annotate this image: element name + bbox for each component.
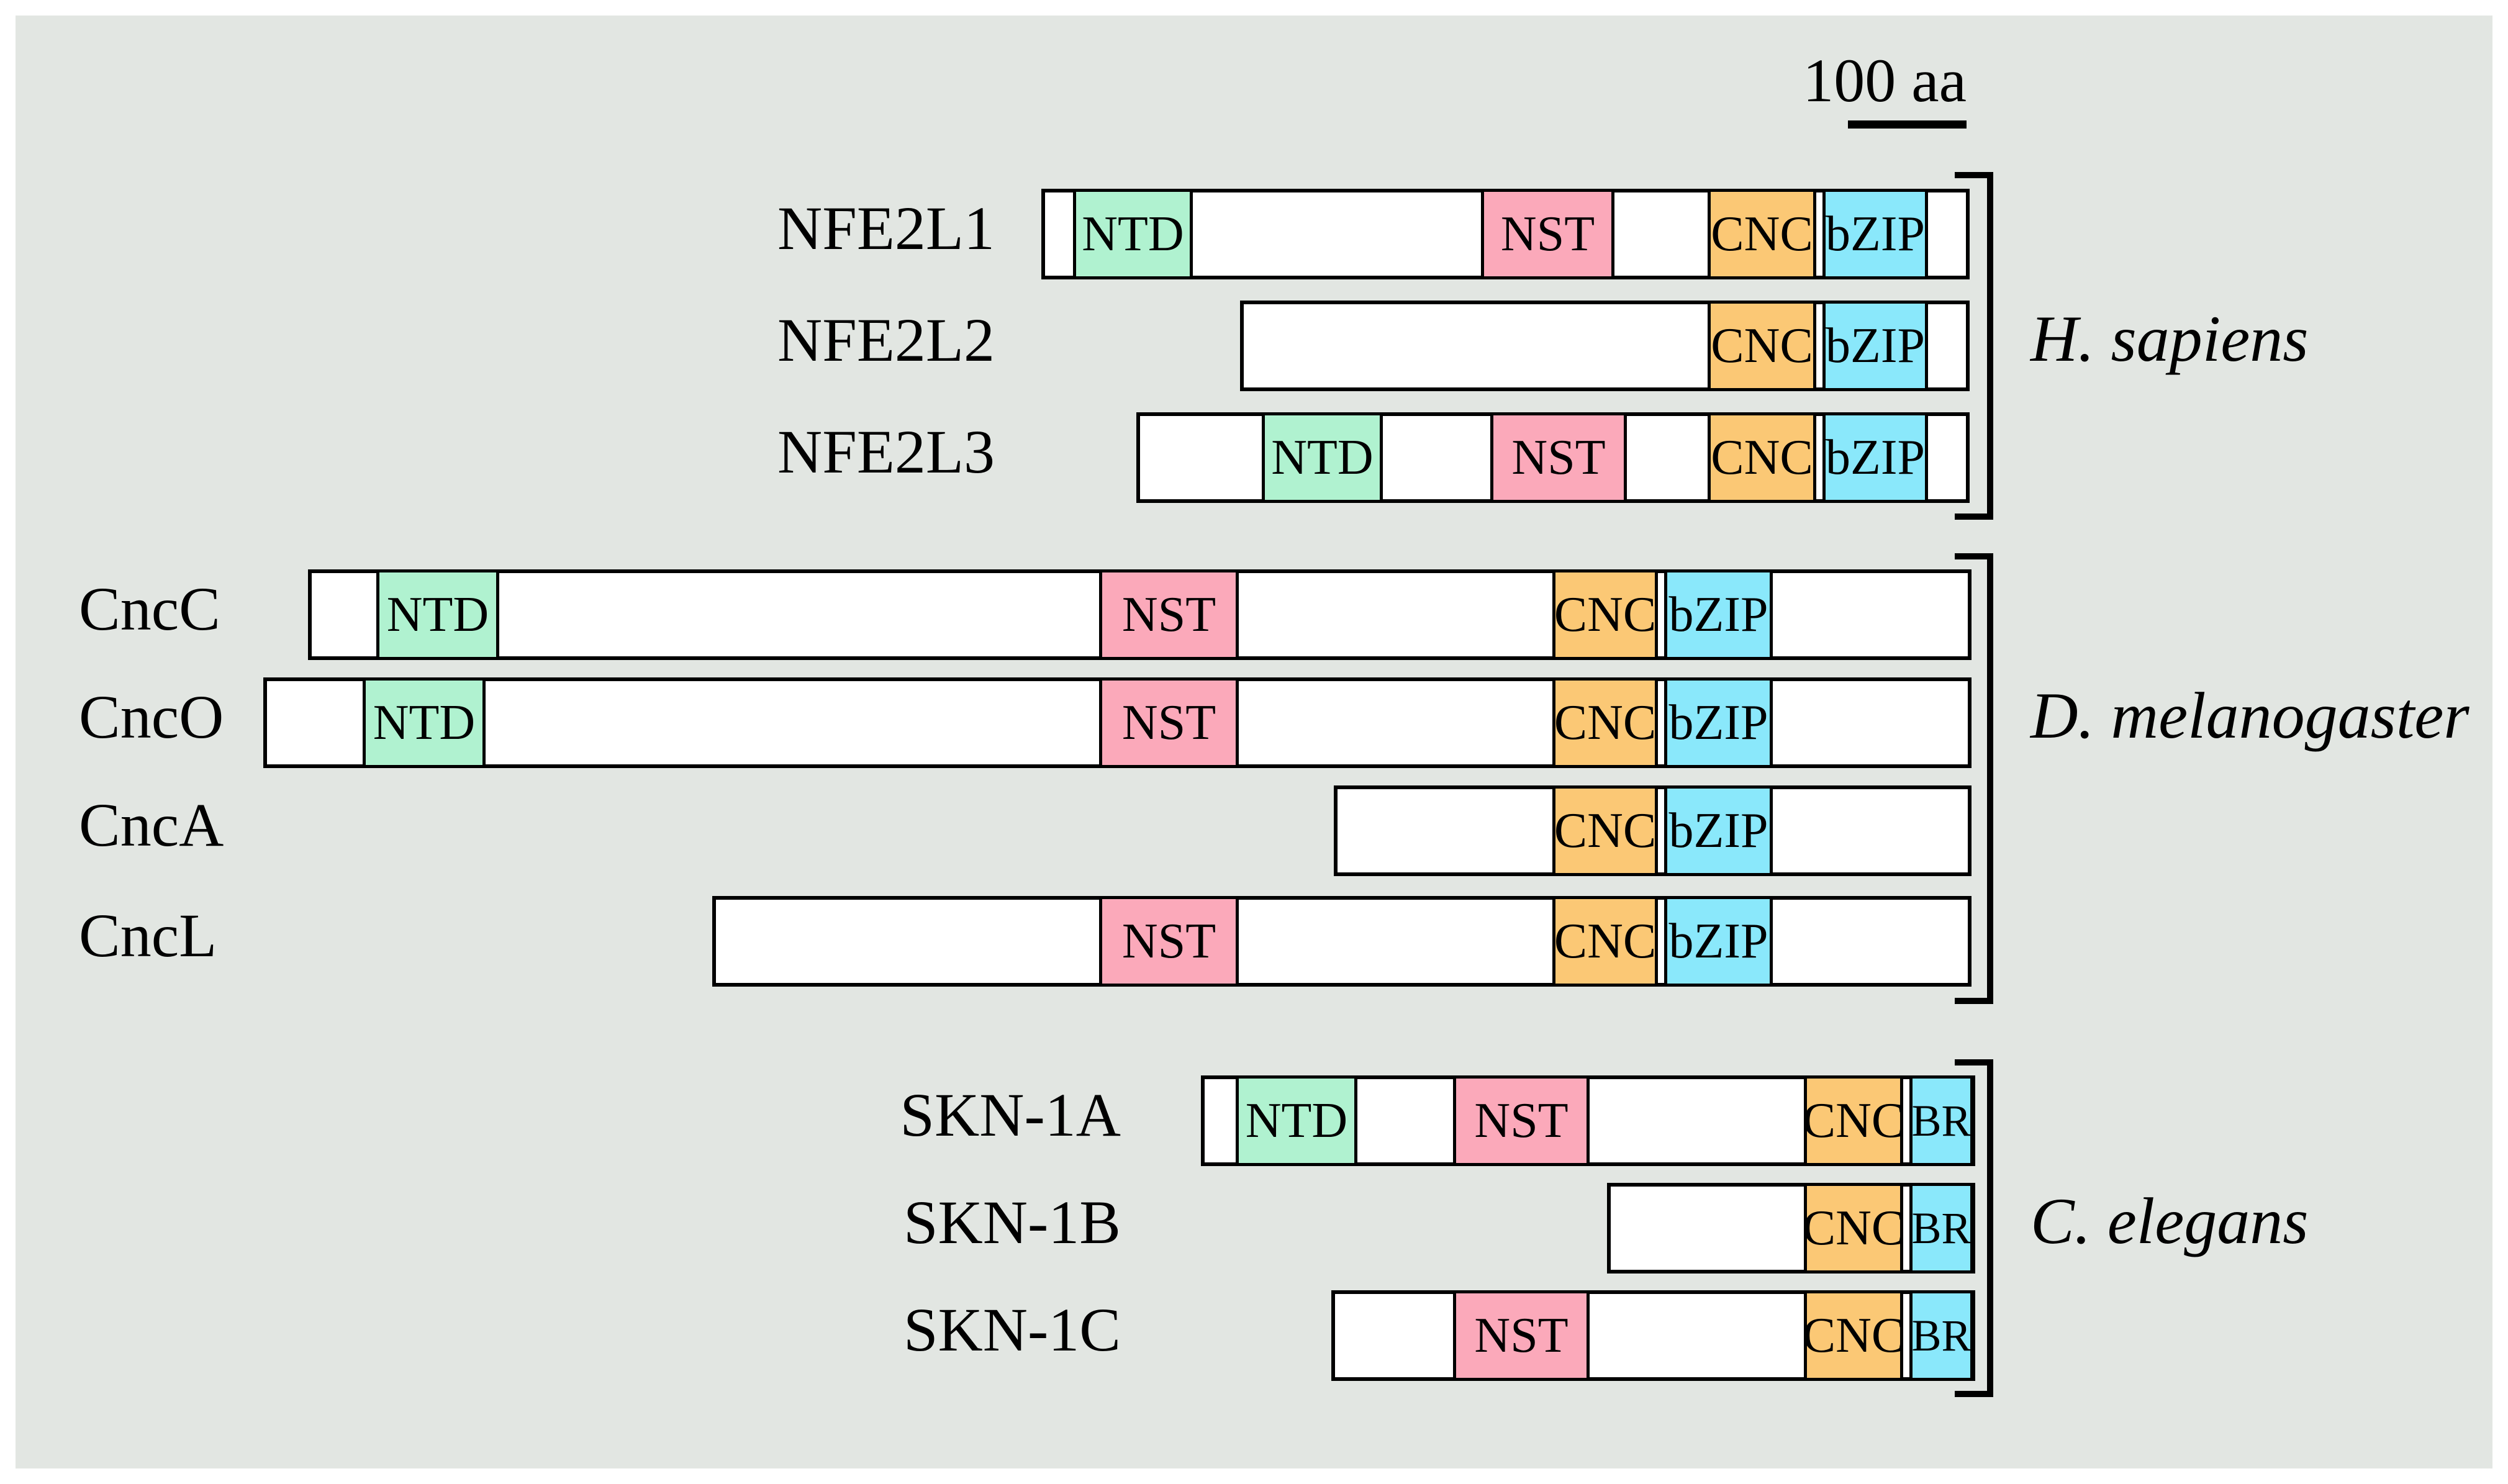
row-label-cnco: CncO (79, 682, 224, 751)
domain-box-nst: NST (1099, 569, 1239, 660)
domain-box-cnc: CNC (1802, 1290, 1905, 1381)
domain-label-cnc: CNC (1711, 318, 1813, 373)
domain-box-bzip: bZIP (1664, 785, 1773, 876)
domain-label-br: BR (1911, 1310, 1972, 1360)
domain-label-cnc: CNC (1802, 1093, 1905, 1148)
group-bracket-celegans (1955, 1059, 1993, 1397)
row-label-cnca: CncA (79, 790, 224, 859)
domain-label-ntd: NTD (373, 695, 476, 750)
domain-box-bzip: bZIP (1822, 301, 1928, 391)
domain-label-bzip: bZIP (1668, 913, 1768, 969)
domain-box-nst: NST (1490, 412, 1627, 503)
domain-box-cnc: CNC (1708, 189, 1816, 279)
domain-label-br: BR (1911, 1203, 1972, 1253)
domain-label-nst: NST (1121, 695, 1216, 750)
domain-box-nst: NST (1453, 1075, 1590, 1166)
domain-box-br: BR (1909, 1290, 1973, 1381)
domain-box-ntd: NTD (376, 569, 499, 660)
domain-box-cnc: CNC (1708, 412, 1816, 503)
species-label: D. melanogaster (2030, 679, 2470, 752)
domain-box-br: BR (1909, 1075, 1973, 1166)
domain-box-nst: NST (1099, 896, 1239, 987)
row-label-skn-1a: SKN-1A (900, 1080, 1121, 1149)
domain-label-nst: NST (1474, 1093, 1569, 1148)
domain-box-bzip: bZIP (1822, 189, 1928, 279)
domain-label-bzip: bZIP (1826, 318, 1925, 373)
domain-label-br: BR (1911, 1095, 1972, 1146)
domain-box-cnc: CNC (1708, 301, 1816, 391)
domain-label-cnc: CNC (1554, 803, 1657, 858)
domain-box-bzip: bZIP (1664, 896, 1773, 987)
domain-box-cnc: CNC (1552, 896, 1658, 987)
domain-label-cnc: CNC (1554, 913, 1657, 969)
domain-label-cnc: CNC (1802, 1308, 1905, 1363)
domain-box-br: BR (1909, 1183, 1973, 1274)
row-label-skn-1b: SKN-1B (903, 1188, 1121, 1257)
domain-box-ntd: NTD (1262, 412, 1383, 503)
domain-box-cnc: CNC (1552, 569, 1658, 660)
domain-label-cnc: CNC (1711, 430, 1813, 485)
domain-label-cnc: CNC (1554, 695, 1657, 750)
domain-label-bzip: bZIP (1826, 206, 1925, 261)
domain-box-cnc: CNC (1802, 1183, 1905, 1274)
domain-label-nst: NST (1474, 1308, 1569, 1363)
domain-label-ntd: NTD (1082, 206, 1184, 261)
protein-bar-cncl (712, 896, 1972, 987)
domain-label-nst: NST (1500, 206, 1595, 261)
domain-label-bzip: bZIP (1668, 587, 1768, 642)
domain-box-cnc: CNC (1552, 677, 1658, 768)
row-label-nfe2l3: NFE2L3 (777, 417, 995, 486)
domain-label-bzip: bZIP (1826, 430, 1925, 485)
domain-box-nst: NST (1481, 189, 1614, 279)
domain-box-nst: NST (1453, 1290, 1590, 1381)
domain-box-bzip: bZIP (1664, 677, 1773, 768)
row-label-cncl: CncL (79, 901, 217, 970)
domain-label-ntd: NTD (1245, 1093, 1348, 1148)
domain-label-nst: NST (1511, 430, 1606, 485)
row-label-nfe2l1: NFE2L1 (777, 194, 995, 263)
species-label: C. elegans (2030, 1185, 2309, 1257)
row-label-nfe2l2: NFE2L2 (777, 305, 995, 374)
domain-box-nst: NST (1099, 677, 1239, 768)
domain-label-nst: NST (1121, 913, 1216, 969)
domain-label-cnc: CNC (1711, 206, 1813, 261)
domain-label-bzip: bZIP (1668, 803, 1768, 858)
scale-bar-label: 100 aa (1803, 46, 1967, 115)
domain-box-bzip: bZIP (1664, 569, 1773, 660)
domain-box-cnc: CNC (1802, 1075, 1905, 1166)
row-label-skn-1c: SKN-1C (903, 1295, 1121, 1364)
group-bracket-dmelanogaster (1955, 553, 1993, 1004)
domain-label-ntd: NTD (386, 587, 489, 642)
domain-box-bzip: bZIP (1822, 412, 1928, 503)
domain-box-ntd: NTD (1236, 1075, 1357, 1166)
domain-label-cnc: CNC (1802, 1200, 1905, 1256)
domain-box-ntd: NTD (363, 677, 486, 768)
group-bracket-hsapiens (1955, 172, 1993, 520)
species-label: H. sapiens (2030, 302, 2309, 375)
domain-box-ntd: NTD (1073, 189, 1193, 279)
domain-label-cnc: CNC (1554, 587, 1657, 642)
row-label-cncc: CncC (79, 574, 220, 643)
domain-label-bzip: bZIP (1668, 695, 1768, 750)
domain-label-ntd: NTD (1271, 430, 1374, 485)
scale-bar-line (1848, 120, 1967, 129)
domain-box-cnc: CNC (1552, 785, 1658, 876)
domain-label-nst: NST (1121, 587, 1216, 642)
